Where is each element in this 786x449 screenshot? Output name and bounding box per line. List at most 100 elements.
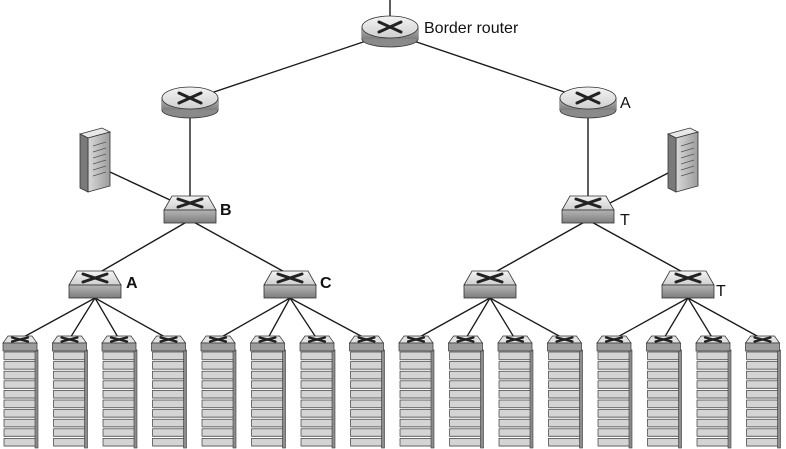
server-unit: [300, 428, 334, 437]
tor-switch-side: [646, 342, 681, 352]
server-unit: [647, 351, 680, 360]
server-unit: [449, 380, 482, 389]
server-unit: [399, 380, 433, 389]
rack-post: [430, 349, 435, 449]
server-unit: [647, 438, 680, 447]
server-unit: [300, 361, 334, 370]
server-unit: [548, 438, 581, 447]
tor-switch-side: [349, 342, 384, 352]
server-unit: [597, 409, 631, 418]
server-unit: [597, 428, 631, 437]
tor-switch-side: [497, 342, 533, 352]
server-unit: [597, 380, 631, 389]
rack-post: [331, 349, 336, 449]
server-unit: [399, 351, 433, 360]
server-unit: [251, 418, 284, 428]
tier2-switch-a-label: A: [126, 275, 138, 292]
server-unit: [53, 438, 86, 447]
server-unit: [449, 370, 482, 380]
link-tier1-t-to-left: [489, 219, 589, 276]
rack-post: [183, 349, 187, 449]
server-unit: [300, 438, 334, 447]
network-links: [94, 0, 689, 276]
server-unit: [3, 390, 37, 399]
server-unit: [399, 399, 433, 408]
tor-switch-side: [398, 342, 434, 352]
server-unit: [696, 361, 730, 370]
server-unit: [152, 390, 185, 399]
server-unit: [597, 399, 631, 408]
tier1-switch-t-label: T: [620, 212, 630, 229]
server-unit: [399, 428, 433, 437]
link-server-left-to-tier1-b: [109, 171, 171, 201]
server-unit: [746, 438, 779, 447]
server-unit: [102, 380, 136, 389]
rack-post: [84, 349, 88, 449]
server-unit: [152, 438, 185, 447]
tor-switch-side: [52, 342, 87, 352]
server-unit: [399, 438, 433, 447]
tor-switch-side: [695, 342, 731, 352]
server-unit: [201, 370, 235, 380]
server-unit: [102, 418, 136, 428]
server-unit: [399, 361, 433, 370]
server-unit: [251, 390, 284, 399]
server-unit: [3, 409, 37, 418]
tor-switch-mark: [258, 336, 277, 343]
tor-switch-mark: [406, 336, 426, 343]
server-unit: [102, 428, 136, 437]
server-unit: [746, 380, 779, 389]
server-unit: [647, 370, 680, 380]
tor-switch-mark: [10, 336, 30, 343]
server-unit: [3, 351, 37, 360]
server-unit: [746, 370, 779, 380]
rack-uplink: [464, 297, 491, 340]
server-unit: [53, 428, 86, 437]
server-racks: [2, 335, 781, 449]
server-unit: [597, 370, 631, 380]
server-rack: [150, 335, 187, 449]
tor-switch-side: [101, 342, 137, 352]
rack-uplink: [687, 297, 763, 340]
server-unit: [152, 361, 185, 370]
server-unit: [201, 418, 235, 428]
server-unit: [449, 418, 482, 428]
tor-switch-mark: [60, 336, 79, 343]
tor-switch-side: [151, 342, 186, 352]
server-rack: [101, 335, 138, 449]
server-unit: [350, 438, 383, 447]
server-rack: [645, 335, 682, 449]
server-rack: [744, 335, 781, 449]
server-unit: [597, 351, 631, 360]
server-unit: [350, 361, 383, 370]
link-tier1-b-to-c: [189, 219, 291, 276]
server-unit: [399, 418, 433, 428]
rack-post: [282, 349, 286, 449]
server-unit: [696, 418, 730, 428]
link-border-to-access-right: [389, 32, 589, 101]
server-unit: [548, 380, 581, 389]
server-unit: [53, 409, 86, 418]
server-unit: [696, 380, 730, 389]
tier2-switch-c-label: C: [320, 275, 332, 292]
server-unit: [498, 418, 532, 428]
rack-uplink: [415, 297, 491, 340]
server-unit: [201, 428, 235, 437]
server-unit: [53, 399, 86, 408]
server-unit: [53, 418, 86, 428]
tier2-switch-right2-label: T: [716, 283, 726, 300]
tor-switch-mark: [109, 336, 129, 343]
tor-switch-side: [250, 342, 285, 352]
server-unit: [548, 390, 581, 399]
server-unit: [647, 380, 680, 389]
server-unit: [498, 351, 532, 360]
tor-switch-mark: [456, 336, 475, 343]
server-unit: [647, 418, 680, 428]
server-unit: [350, 351, 383, 360]
link-border-to-access-left: [189, 32, 391, 101]
border-router-icon: [361, 15, 419, 48]
server-rack: [299, 335, 336, 449]
server-unit: [696, 409, 730, 418]
tor-switch-side: [448, 342, 483, 352]
server-unit: [548, 418, 581, 428]
